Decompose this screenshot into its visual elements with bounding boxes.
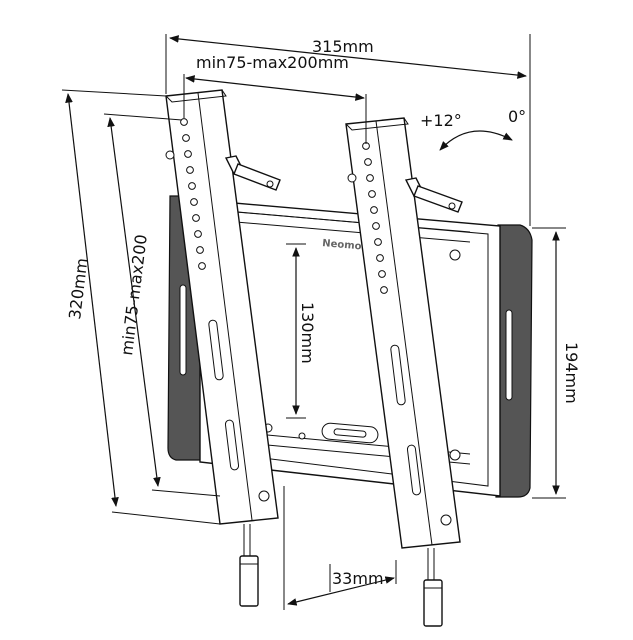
- dim-overall-width: 315mm: [165, 34, 531, 226]
- dim-depth-label: 33mm: [332, 569, 384, 588]
- plate-center-slot: [321, 422, 379, 444]
- right-arm-bolt: [440, 514, 452, 526]
- left-bracket-arm: [165, 89, 281, 525]
- left-lever: [233, 163, 281, 191]
- tilt-max-label: +12°: [420, 111, 462, 130]
- dim-center-height: 130mm: [286, 243, 317, 419]
- dim-overall-height-label: 320mm: [65, 257, 91, 321]
- dim-plate-height: 194mm: [532, 227, 581, 499]
- right-pad: [495, 224, 533, 498]
- dim-vesa-horizontal-label: min75-max200mm: [196, 53, 349, 72]
- right-lever-pin: [448, 202, 456, 210]
- plate-upper-rail: [235, 211, 471, 243]
- plate-center-slot-inner: [333, 428, 367, 438]
- left-arm-slot: [224, 419, 240, 471]
- left-arm-holes: [180, 118, 206, 270]
- tilt-indicator: +12° 0°: [420, 107, 526, 151]
- dim-depth: 33mm: [283, 486, 397, 610]
- left-pad-slot: [179, 284, 187, 376]
- plate-hole: [449, 449, 461, 461]
- left-pull-cord: [239, 524, 259, 607]
- dim-vesa-vertical-label: min75-max200: [117, 233, 151, 356]
- right-arm-holes: [362, 142, 388, 294]
- dim-overall-width-label: 315mm: [312, 37, 374, 56]
- dim-center-height-label: 130mm: [298, 302, 317, 364]
- right-arm-top: [345, 117, 409, 131]
- right-arm-fold: [375, 120, 433, 546]
- left-arm-bolt: [258, 490, 270, 502]
- right-pull-cord: [423, 548, 443, 627]
- plate-hole: [298, 432, 306, 440]
- right-arm-slot: [390, 344, 406, 406]
- dim-vesa-horizontal: min75-max200mm: [183, 53, 367, 144]
- left-arm-stub: [165, 150, 175, 160]
- right-arm-stub: [347, 173, 357, 183]
- left-arm-slot: [208, 319, 224, 381]
- brand-label: Neomo: [322, 238, 362, 252]
- plate-hole: [449, 249, 461, 261]
- dim-plate-height-label: 194mm: [562, 342, 581, 404]
- left-lever-pin: [266, 180, 274, 188]
- right-pad-slot: [505, 309, 513, 401]
- right-bracket-arm: [345, 117, 463, 549]
- left-arm-fold: [197, 92, 253, 521]
- right-arm-slot: [406, 444, 422, 496]
- tilt-min-label: 0°: [508, 107, 526, 126]
